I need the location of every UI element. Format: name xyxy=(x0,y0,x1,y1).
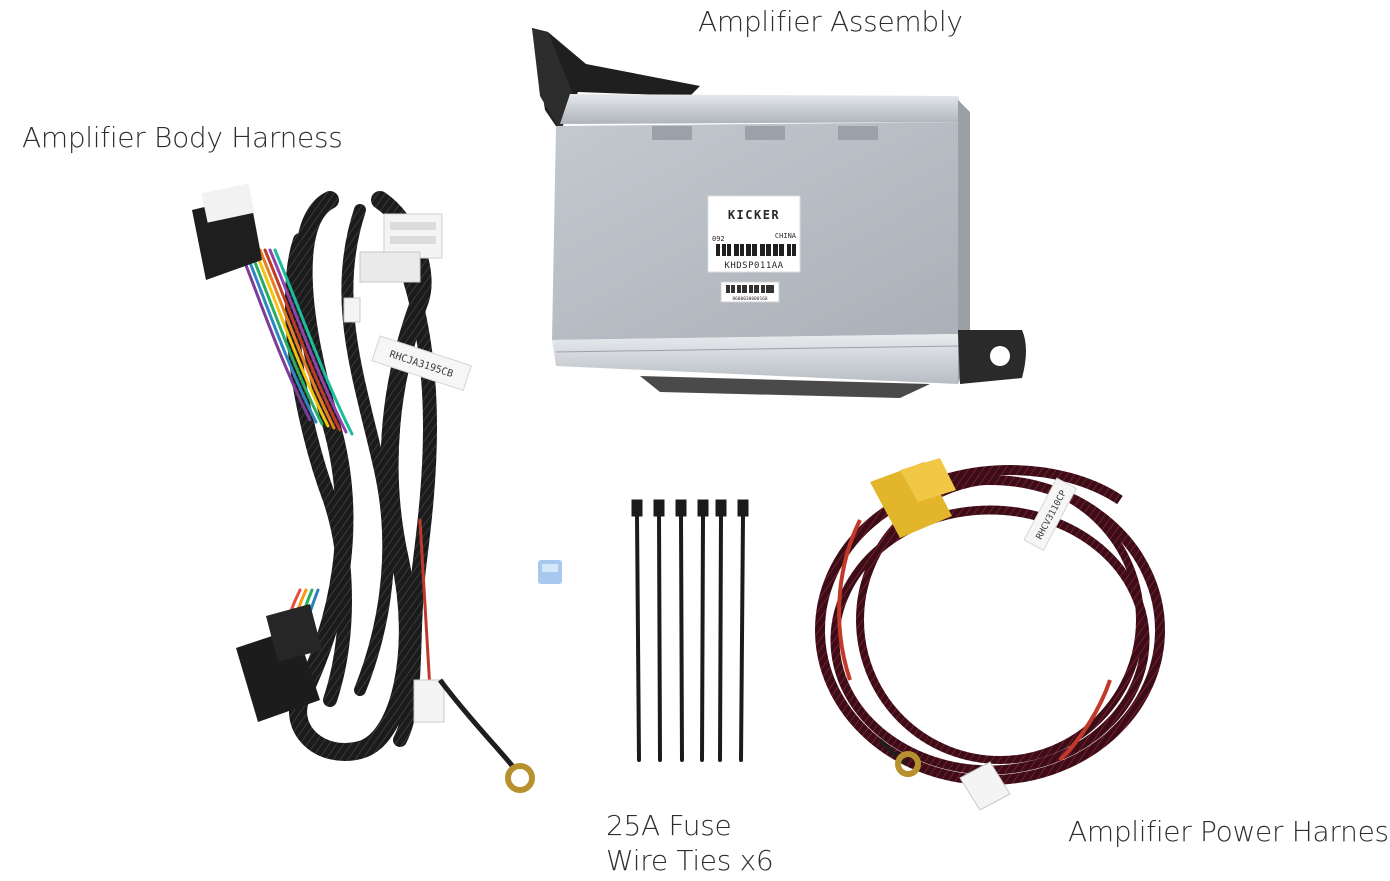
amplifier-body-harness-label: Amplifier Body Harness xyxy=(22,121,343,154)
amplifier-part-number-text: KHDSP011AA xyxy=(724,261,783,271)
amplifier-small-barcode xyxy=(726,285,774,293)
amplifier-assembly: KICKER 092 CHINA KHDSP011AA xyxy=(532,28,1026,398)
amplifier-assembly-label: Amplifier Assembly xyxy=(698,5,963,38)
amplifier-power-harness-label: Amplifier Power Harness xyxy=(1068,815,1390,848)
wire-ties-label: Wire Ties x6 xyxy=(606,844,774,877)
fuse-25a xyxy=(538,560,562,584)
amplifier-power-harness: RHCV3110CP xyxy=(815,458,1165,811)
amplifier-barcode xyxy=(716,244,796,256)
amplifier-body-harness: RHCJA3195CB xyxy=(192,183,535,793)
amplifier-origin-text: CHINA xyxy=(775,232,797,240)
amplifier-code-text: 092 xyxy=(712,235,725,243)
wire-ties xyxy=(631,499,749,762)
fuse-label: 25A Fuse xyxy=(606,809,732,842)
amplifier-barcode-number: 8600030000168 xyxy=(732,296,768,302)
amplifier-brand-text: KICKER xyxy=(728,208,780,222)
